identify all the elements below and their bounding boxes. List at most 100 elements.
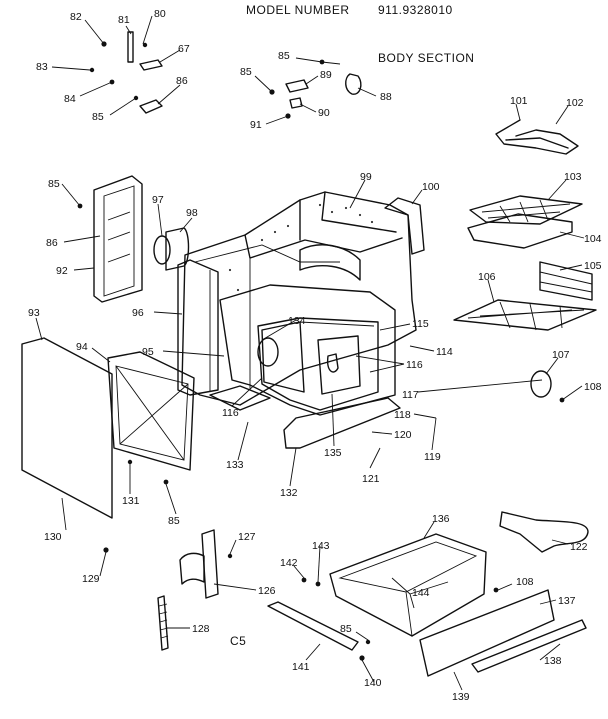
body-leader-lines [35,103,585,691]
callout-141: 141 [292,661,310,673]
model-number-label: MODEL NUMBER [246,3,350,17]
callout-93: 93 [28,307,40,319]
screw-140-part [359,655,365,661]
callout-136: 136 [432,513,450,525]
callout-103: 103 [564,171,582,183]
drawer-front-139-part [419,589,555,677]
model-number-value: 911.9328010 [378,3,453,17]
screw-108-drawer-part [493,587,499,593]
callout-108: 108 [584,381,602,393]
broil-pan-103-part [469,195,583,225]
broil-tray-104-part [467,213,573,249]
callout-101: 101 [510,95,528,107]
callout-128: 128 [192,623,210,635]
callout-85-hinge: 85 [92,111,104,123]
bracket-89-part [285,79,309,93]
callout-94: 94 [76,341,88,353]
outer-door-panel-130-part [21,337,113,519]
callout-129: 129 [82,573,100,585]
slide-rail-141-part [267,601,359,651]
callout-138: 138 [544,655,562,667]
bottom-frame-132-part [283,397,401,449]
door-frame-94-part [107,351,195,471]
vent-leader-lines [254,57,377,125]
callout-137: 137 [558,595,576,607]
oven-body-99 [181,191,417,406]
screw-127-part [227,553,233,559]
lamp-135-part [326,353,339,373]
trim-138-part [471,619,587,673]
callout-86: 86 [176,75,188,87]
callout-85-left: 85 [240,66,252,78]
callout-67: 67 [178,43,190,55]
callout-95: 95 [142,346,154,358]
callout-102: 102 [566,97,584,109]
spring-128-part [157,595,169,651]
callout-82: 82 [70,11,82,23]
callout-121: 121 [362,473,380,485]
callout-120: 120 [394,429,412,441]
fan-97-part [153,235,171,265]
callout-105: 105 [584,260,602,272]
callout-122: 122 [570,541,588,553]
vent-hardware-group [269,59,362,119]
screw-129-part [103,547,109,553]
callout-132: 132 [280,487,298,499]
callout-83: 83 [36,61,48,73]
callout-104: 104 [584,233,602,245]
callout-85-top: 85 [278,50,290,62]
callout-97: 97 [152,194,164,206]
callout-85-door: 85 [168,515,180,527]
callout-108-drawer: 108 [516,576,534,588]
washer-80-part [142,42,148,48]
callout-126: 126 [258,585,276,597]
clip-67-part [139,59,163,71]
callout-118: 118 [394,409,411,421]
clip-86-part [139,99,163,114]
callout-88: 88 [380,91,392,103]
callout-99: 99 [360,171,372,183]
light-cover-107-part [530,370,552,398]
brace-133-part [209,385,271,411]
screw-142-part [301,577,307,583]
screw-131-part [127,459,133,465]
blower-98-part [165,227,190,271]
callout-142: 142 [280,557,298,569]
callout-100: 100 [422,181,440,193]
callout-116-left: 116 [222,407,239,419]
callout-92: 92 [56,265,68,277]
nut-83-part [89,67,95,73]
hinge-hardware-group [89,31,163,114]
element-134-part [257,337,279,367]
callout-98: 98 [186,207,198,219]
callout-107: 107 [552,349,570,361]
callout-135: 135 [324,447,342,459]
callout-85-drawer: 85 [340,623,352,635]
callout-117: 117 [402,389,419,401]
callout-89: 89 [320,69,332,81]
rack-support-105-part [539,261,593,301]
callout-96: 96 [132,307,144,319]
vent-duct-part [299,244,361,281]
broil-element-101-part [495,119,579,155]
callout-84: 84 [64,93,76,105]
callout-143: 143 [312,540,330,552]
grommet-88-part [345,73,362,95]
bracket-81-part [127,31,134,63]
callout-115: 115 [412,318,429,330]
callout-86-side: 86 [46,237,58,249]
callout-140: 140 [364,677,382,689]
callout-144: 144 [412,587,430,599]
storage-drawer-136-part [329,533,487,637]
clip-90-part [289,97,303,109]
callout-134: 134 [288,315,306,327]
callout-85-side: 85 [48,178,60,190]
callout-81: 81 [118,14,130,26]
callout-116-right: 116 [406,359,423,371]
screw-85-door-part [163,479,169,485]
light-lens-117-part [317,335,361,395]
callout-139: 139 [452,691,470,703]
callout-80: 80 [154,8,166,20]
